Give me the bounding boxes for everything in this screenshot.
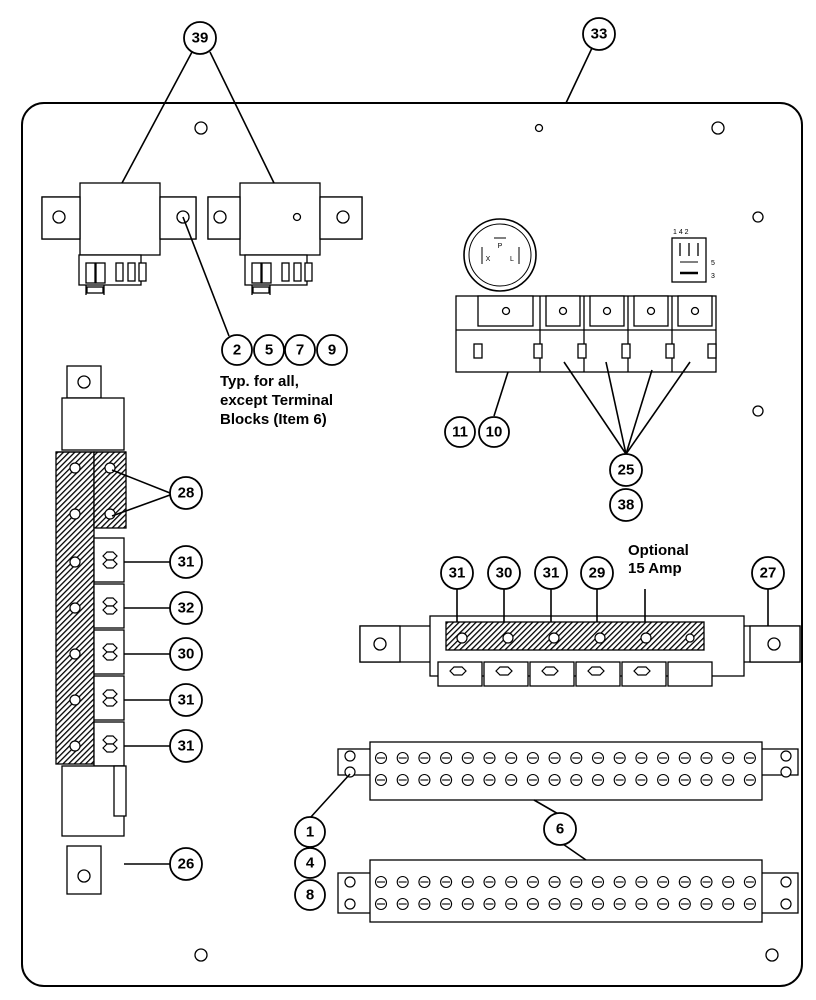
callout-26: 26 — [178, 856, 195, 873]
callout-31-top-2: 31 — [543, 565, 560, 582]
callout-4: 4 — [306, 855, 315, 872]
note-typ-line2: except Terminal — [220, 392, 333, 409]
callout-5: 5 — [265, 342, 273, 359]
callout-9: 9 — [328, 342, 336, 359]
callout-2: 2 — [233, 342, 241, 359]
terminal-block-bottom — [337, 859, 799, 923]
terminal-block-top — [337, 741, 799, 801]
callout-7: 7 — [296, 342, 304, 359]
note-optional-line1: Optional — [628, 542, 689, 559]
round-breaker: P X L — [463, 218, 537, 292]
fuse-holder-row — [455, 295, 717, 373]
relay-right — [207, 182, 363, 295]
switch-three-label: 3 — [711, 273, 715, 280]
switch-five-label: 5 — [711, 260, 715, 267]
callout-38: 38 — [618, 497, 635, 514]
callout-27: 27 — [760, 565, 777, 582]
callout-10: 10 — [486, 424, 503, 441]
rocker-switch: 1 4 2 5 3 — [671, 229, 715, 283]
breaker-l-label: L — [510, 256, 514, 263]
callout-8: 8 — [306, 887, 314, 904]
panel-mounting-holes — [194, 121, 779, 962]
callout-28: 28 — [178, 485, 195, 502]
callout-31-left-2: 31 — [178, 692, 195, 709]
callout-31-left-3: 31 — [178, 738, 195, 755]
callout-11: 11 — [452, 424, 468, 441]
breaker-x-label: X — [486, 256, 491, 263]
switch-top-label: 1 4 2 — [673, 229, 689, 236]
callout-circles — [169, 17, 785, 911]
note-typ-line1: Typ. for all, — [220, 373, 299, 390]
note-optional-line2: 15 Amp — [628, 560, 682, 577]
leader-lines — [111, 47, 769, 865]
callout-25: 25 — [618, 462, 635, 479]
callout-29: 29 — [589, 565, 606, 582]
callout-33: 33 — [591, 26, 608, 43]
callout-6: 6 — [556, 821, 564, 838]
callout-30-top: 30 — [496, 565, 513, 582]
note-typ-line3: Blocks (Item 6) — [220, 411, 327, 428]
callout-1: 1 — [306, 824, 314, 841]
breaker-p-label: P — [498, 243, 503, 250]
vertical-breaker-strip — [55, 365, 127, 895]
callout-32: 32 — [178, 600, 195, 617]
callout-31-left-1: 31 — [178, 554, 195, 571]
panel-outline — [21, 102, 803, 987]
callout-39: 39 — [192, 30, 209, 47]
callout-30-left: 30 — [178, 646, 195, 663]
horizontal-breaker-strip — [359, 615, 801, 687]
relay-left — [41, 182, 197, 295]
callout-31-top-1: 31 — [449, 565, 466, 582]
